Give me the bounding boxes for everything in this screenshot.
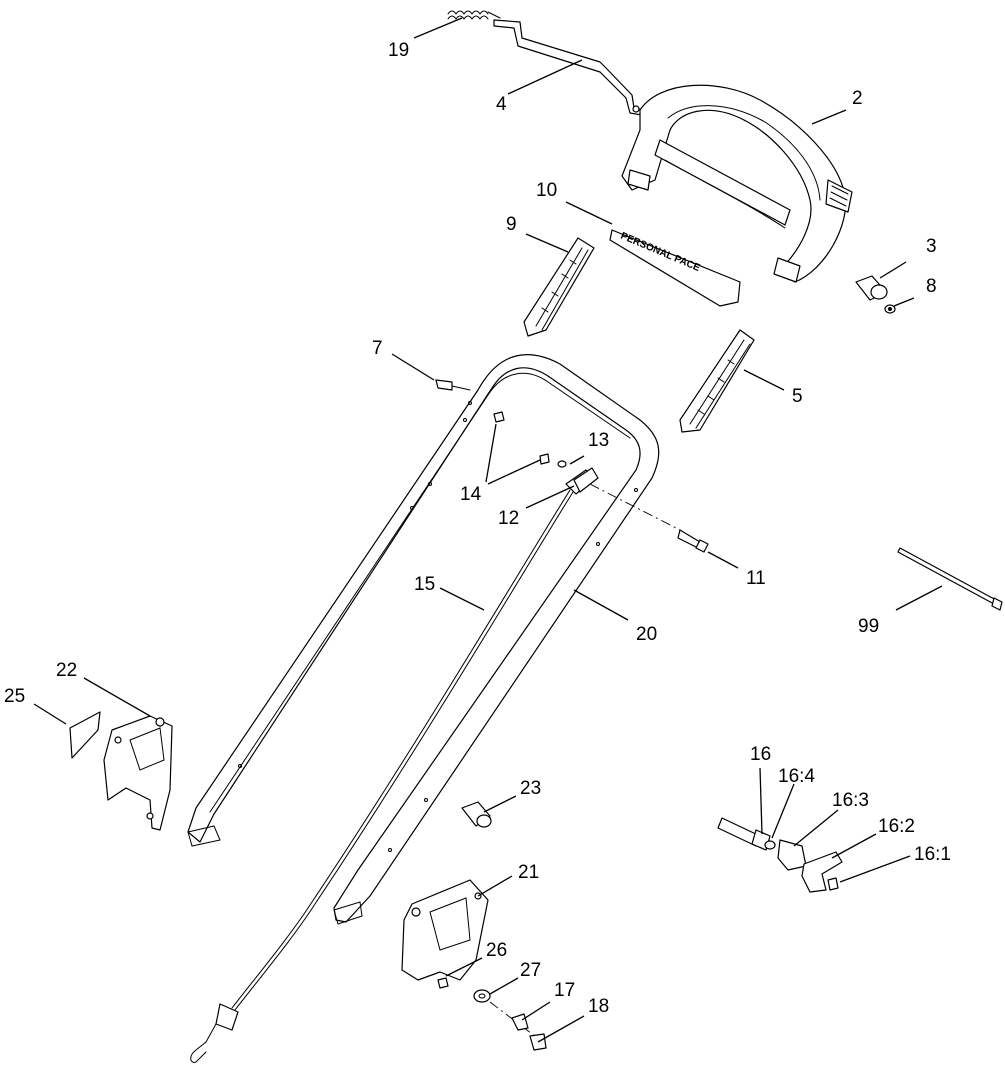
lever-part-16-2 [801, 851, 843, 893]
callout-9: 9 [506, 214, 517, 235]
knob-part-3 [855, 275, 888, 301]
grip-right-part-5 [679, 329, 755, 433]
callout-16-2: 16:2 [878, 816, 915, 837]
callout-8: 8 [926, 276, 937, 297]
washer-part-13 [557, 460, 567, 468]
callout-15: 15 [414, 574, 435, 595]
callout-4: 4 [496, 94, 507, 115]
spring-part-19 [447, 10, 501, 20]
spacer-part-23 [461, 801, 492, 828]
nut-part-14a [493, 411, 505, 423]
washer-part-27 [473, 989, 491, 1003]
decal-part-10: PERSONAL PACE [609, 229, 741, 307]
callout-12: 12 [498, 508, 519, 529]
nut-part-26 [437, 977, 449, 989]
callout-23: 23 [520, 778, 541, 799]
callout-26: 26 [486, 940, 507, 961]
callout-99: 99 [858, 616, 879, 637]
callout-10: 10 [536, 180, 557, 201]
clip-part-16-3 [777, 839, 807, 871]
nut-part-14b [539, 453, 550, 465]
callout-20: 20 [636, 624, 657, 645]
washer-part-8 [884, 304, 896, 314]
cable-tie-part-99 [897, 547, 1003, 611]
control-rod-part-4 [493, 19, 661, 119]
clip-part-7 [435, 379, 471, 391]
callout-labels: 19 4 2 10 9 3 8 7 5 13 14 12 11 15 20 99… [4, 40, 951, 1017]
callout-16-3: 16:3 [832, 790, 869, 811]
spring-part-16-4 [764, 840, 776, 850]
nut-part-16-1 [827, 877, 839, 891]
callout-7: 7 [372, 338, 383, 359]
bracket-left-part-22 [103, 715, 173, 831]
leader-lines [33, 17, 943, 1043]
callout-22: 22 [56, 660, 77, 681]
bolt-part-11 [589, 483, 709, 553]
cable-clip-part-12 [573, 467, 599, 493]
grip-left-part-9 [523, 237, 595, 337]
callout-17: 17 [554, 980, 575, 1001]
callout-21: 21 [518, 862, 539, 883]
callout-16-1: 16:1 [914, 844, 951, 865]
bracket-right-part-21 [401, 879, 489, 981]
lower-handle-part-20 [187, 354, 660, 925]
callout-19: 19 [388, 40, 409, 61]
plate-part-25 [69, 711, 101, 759]
callout-3: 3 [926, 236, 937, 257]
callout-27: 27 [520, 960, 541, 981]
callout-5: 5 [792, 386, 803, 407]
callout-14: 14 [460, 484, 482, 505]
callout-18: 18 [588, 996, 609, 1017]
callout-25: 25 [4, 686, 25, 707]
callout-11: 11 [746, 568, 766, 589]
upper-handle-part-2 [621, 84, 853, 283]
callout-2: 2 [852, 88, 863, 109]
callout-16: 16 [750, 744, 771, 765]
bolt-part-17 [489, 1001, 541, 1041]
callout-16-4: 16:4 [778, 766, 815, 787]
callout-13: 13 [588, 430, 609, 451]
